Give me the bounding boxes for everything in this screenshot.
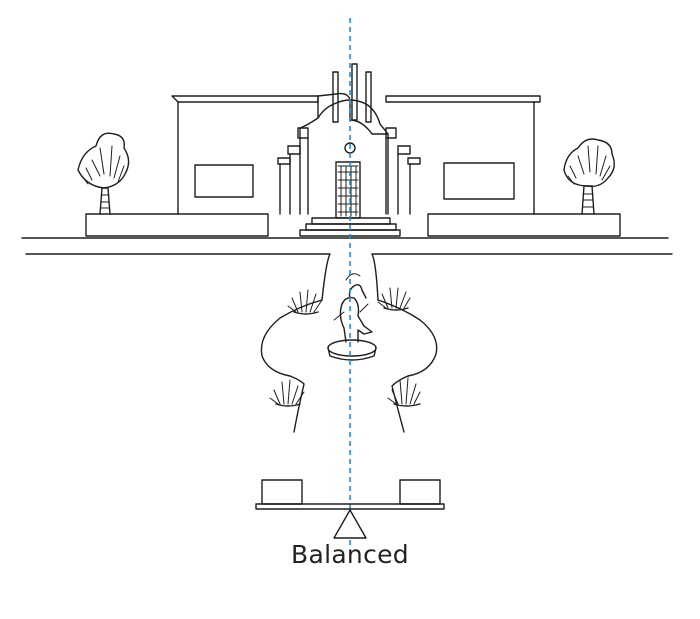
- scale-weight-right: [399, 479, 441, 505]
- agave-bottom-left: [269, 379, 305, 407]
- agave-top-left: [287, 289, 323, 315]
- building-facade: [85, 63, 621, 237]
- scale-beam: [255, 503, 445, 510]
- agave-top-right: [377, 287, 411, 311]
- palm-tree-right: [563, 138, 615, 215]
- agave-plants: [269, 287, 421, 407]
- agave-bottom-right: [387, 377, 421, 407]
- scale-fulcrum: [333, 509, 367, 539]
- entry-path: [260, 299, 438, 433]
- scale-weight-left: [261, 479, 303, 505]
- palm-tree-left: [77, 132, 130, 215]
- balance-scale: [255, 479, 445, 539]
- fountain-statue: [327, 273, 377, 361]
- street-lines: [21, 237, 673, 301]
- diagram-caption: Balanced: [291, 540, 409, 569]
